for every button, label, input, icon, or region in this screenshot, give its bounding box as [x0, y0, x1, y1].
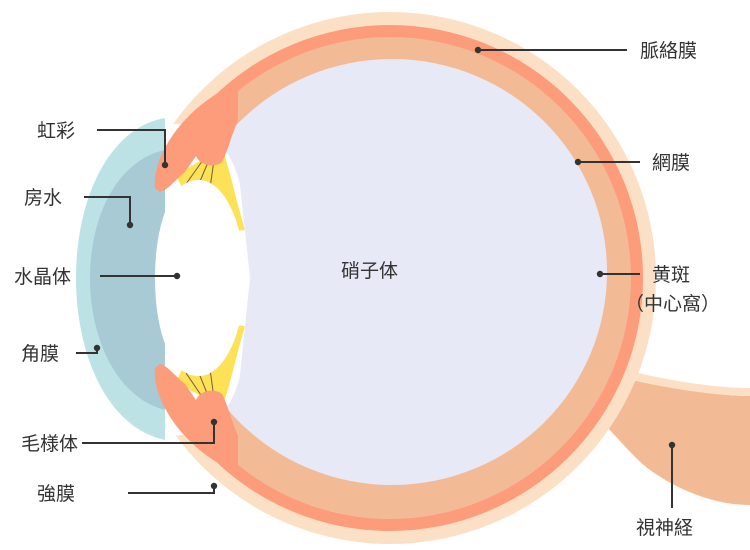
label-ciliary: 毛様体: [21, 433, 78, 455]
label-macula: 黄斑: [652, 264, 690, 286]
optic-nerve-sheath: [560, 352, 750, 396]
vitreous-body: [177, 59, 607, 485]
label-iris: 虹彩: [37, 120, 75, 142]
leader-dots: [93, 46, 676, 490]
label-vitreous: 硝子体: [341, 260, 398, 282]
leader-lines: [76, 49, 673, 508]
iris-ciliary-lower: [154, 364, 238, 474]
label-sclera: 強膜: [37, 483, 75, 505]
label-optic-nerve: 視神経: [636, 517, 693, 539]
optic-disc: [580, 371, 605, 398]
label-retina: 網膜: [652, 152, 690, 174]
label-choroid: 脈絡膜: [640, 40, 697, 62]
label-fovea: （中心窩）: [625, 293, 720, 315]
label-lens: 水晶体: [14, 266, 71, 288]
aqueous-chamber: [90, 150, 165, 410]
label-cornea: 角膜: [21, 343, 59, 365]
label-aqueous: 房水: [24, 187, 62, 209]
lens-shape: [155, 179, 245, 377]
iris-ciliary-upper: [154, 82, 238, 192]
